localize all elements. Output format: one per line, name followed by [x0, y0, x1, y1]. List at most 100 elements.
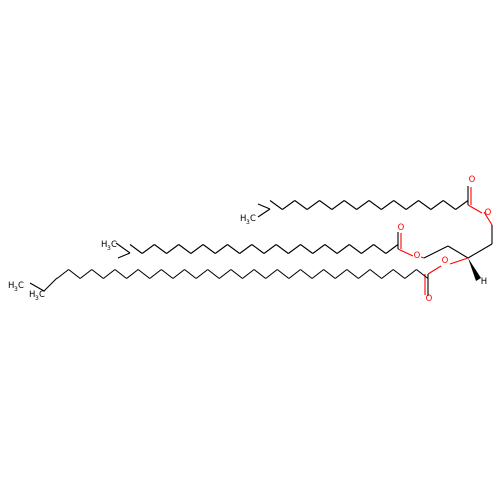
chain-1-bond: [455, 200, 469, 210]
chain-3-bond: [416, 269, 429, 279]
svg-text:C: C: [250, 214, 256, 224]
chain-3-bond: [358, 269, 371, 279]
chain-1-bond: [269, 200, 283, 210]
svg-text:H: H: [240, 214, 246, 224]
ester-oxygen-3: O: [442, 256, 449, 266]
branch-bond: [257, 203, 271, 210]
methyl-label-4: H 3 C: [29, 290, 45, 302]
svg-text:H: H: [29, 290, 35, 300]
branch-bond: [117, 252, 131, 259]
chain-3-bond: [91, 269, 104, 279]
ester-oxygen-1: O: [485, 208, 492, 218]
svg-text:H: H: [8, 281, 14, 291]
chain-3-bond: [300, 269, 313, 279]
backbone-bond: [467, 243, 493, 259]
atom-label-layer: O O O O O O H H 3 C H 3 C H 3 C: [8, 175, 492, 304]
svg-text:H: H: [101, 240, 107, 250]
chain-3-bond: [288, 269, 301, 279]
branch-bond: [115, 242, 131, 254]
chain-2-bond: [202, 244, 216, 254]
chain-3-bond: [79, 269, 93, 279]
chain-1-bond: [319, 200, 333, 210]
chain-1-bond: [343, 200, 357, 210]
chain-2-bond: [239, 244, 253, 254]
chain-2-bond: [348, 244, 362, 254]
chain-3-bond: [137, 269, 151, 279]
branch-bond: [257, 208, 271, 218]
chain-1-bond: [393, 200, 407, 210]
chain-2-bond: [288, 244, 301, 254]
chain-2-bond: [263, 244, 277, 254]
methyl-label-3: H 3 C: [8, 281, 24, 293]
chain-3-bond: [114, 269, 127, 279]
chain-2-bond: [373, 244, 387, 254]
chain-3-bond: [242, 269, 255, 279]
chain-3-bond: [161, 269, 174, 279]
chain-1-bond: [368, 200, 382, 210]
stereo-hydrogen: H: [481, 277, 487, 287]
chain-1-bond: [331, 200, 345, 210]
ester-bond: [467, 204, 483, 214]
chain-2-bond: [275, 244, 289, 254]
ester-bond: [427, 265, 442, 275]
chain-2-bond: [129, 244, 143, 254]
chain-3-bond: [184, 269, 197, 279]
chain-1-bond: [430, 200, 444, 210]
chain-3-bond: [56, 269, 69, 279]
chain-1-bond: [294, 200, 308, 210]
chain-2-bond: [154, 244, 167, 254]
svg-text:3: 3: [14, 286, 18, 293]
chain-3-bond: [404, 269, 417, 279]
chain-3-bond: [276, 269, 290, 279]
ester-oxygen-2: O: [414, 251, 421, 261]
stereo-wedge-layer: [468, 258, 481, 281]
backbone-bond: [423, 245, 449, 259]
backbone-bond: [447, 245, 469, 259]
chain-3-bond: [103, 269, 116, 279]
branch-bond: [43, 277, 58, 292]
chain-3-bond: [126, 269, 139, 279]
chain-3-bond: [334, 269, 348, 279]
chain-2-bond: [324, 244, 338, 254]
chain-1-bond: [418, 200, 432, 210]
ester-bond: [397, 248, 414, 257]
chain-3-bond: [253, 269, 267, 279]
chain-2-bond: [166, 244, 180, 254]
chain-3-bond: [68, 269, 81, 279]
chain-3-bond: [218, 269, 232, 279]
chain-1-bond: [306, 200, 320, 210]
svg-text:3: 3: [107, 245, 111, 252]
chain-2-bond: [336, 244, 350, 254]
chain-2-bond: [190, 244, 204, 254]
chain-1-bond: [381, 200, 395, 210]
chain-3-bond: [207, 269, 220, 279]
chain-3-bond: [323, 269, 336, 279]
chain-2-bond: [361, 244, 374, 254]
chain-2-bond: [300, 244, 314, 254]
chain-3-bond: [195, 269, 209, 279]
chain-3-bond: [230, 269, 243, 279]
methyl-label-2: H 3 C: [101, 240, 117, 252]
chain-1-bond: [356, 200, 370, 210]
chain-1-bond: [442, 200, 456, 210]
chain-3-bond: [265, 269, 278, 279]
chain-1-bond: [282, 200, 296, 210]
backbone-bond: [449, 257, 469, 265]
backbone-bond: [483, 211, 493, 226]
bond-layer: [29, 186, 493, 296]
chain-2-bond: [251, 244, 265, 254]
chain-2-bond: [385, 244, 399, 254]
carbonyl-oxygen-2: O: [398, 223, 405, 233]
chain-3-bond: [172, 269, 185, 279]
carbonyl-oxygen-1: O: [469, 175, 476, 185]
chain-1-bond: [405, 200, 419, 210]
chain-3-bond: [392, 269, 406, 279]
chain-3-bond: [149, 269, 162, 279]
methyl-label-1: H 3 C: [240, 214, 256, 226]
svg-text:C: C: [39, 290, 45, 300]
svg-text:3: 3: [35, 295, 39, 302]
stereo-wedge-bond: [468, 258, 481, 281]
chain-3-bond: [369, 269, 382, 279]
